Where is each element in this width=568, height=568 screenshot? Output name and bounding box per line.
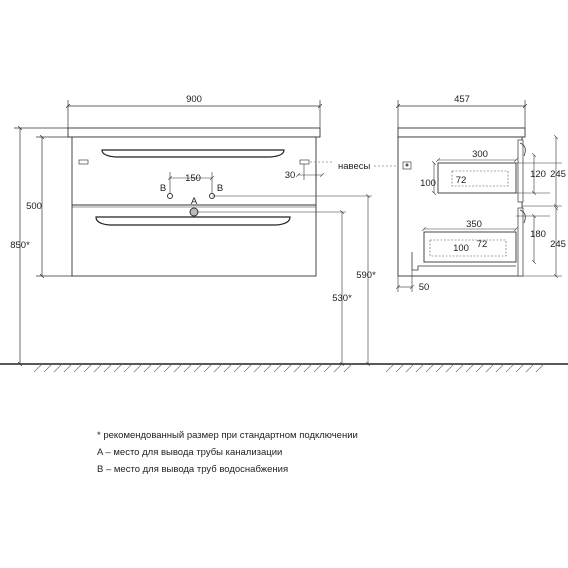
lower-inner-label: 180 (530, 229, 546, 240)
lower-drawer-box (423, 231, 517, 263)
note-recommended: * рекомендованный размер при стандартном… (97, 430, 358, 441)
dim-lower-right (516, 208, 562, 276)
note-point-a: A – место для вывода трубы канализации (97, 447, 283, 458)
pipe-spacing-label: 150 (185, 173, 201, 184)
upper-drawer-width-label: 300 (472, 149, 488, 160)
lower-outer-label: 245 (550, 239, 566, 250)
note-point-b: B – место для вывода труб водоснабжения (97, 464, 289, 475)
total-height-label: 850* (10, 240, 30, 251)
front-cabinet-body (71, 136, 317, 277)
side-countertop (397, 127, 526, 138)
lower-drawer-width-label: 350 (466, 219, 482, 230)
hinge-mark-left (78, 159, 89, 165)
floor-hatching-left (33, 363, 353, 373)
dim-front-width (68, 100, 320, 128)
lower-drawer-depth-label: 72 (477, 239, 488, 250)
dim-upper-right (516, 137, 562, 206)
back-offset-label: 50 (419, 282, 430, 293)
hinge-offset-label: 30 (285, 170, 296, 181)
upper-drawer-box (437, 162, 517, 194)
height-590-label: 590* (356, 270, 376, 281)
front-height-label: 500 (26, 201, 42, 212)
side-view: 457 300 100 72 350 100 72 120 245 (398, 94, 566, 293)
dim-pipe-spacing (170, 172, 212, 193)
upper-drawer-inner (451, 170, 509, 187)
upper-outer-label: 245 (550, 169, 566, 180)
lower-drawer-handle (95, 216, 291, 226)
upper-drawer-handle (101, 149, 285, 158)
dim-front-height (36, 137, 72, 276)
floor-hatching-right (385, 363, 545, 373)
hinge-mark-right (299, 159, 310, 165)
dim-side-depth (398, 100, 525, 128)
height-530-label: 530* (332, 293, 352, 304)
side-depth-label: 457 (454, 94, 470, 105)
front-width-label: 900 (186, 94, 202, 105)
lower-drawer-inner (429, 239, 507, 257)
lower-drawer-height-label: 100 (453, 243, 469, 254)
dim-height-590 (212, 196, 372, 364)
point-a-marker (189, 207, 199, 217)
side-hinge-screw (405, 163, 409, 167)
side-upper-front (517, 139, 524, 203)
upper-drawer-height-label: 100 (420, 178, 436, 189)
dim-height-530 (198, 212, 346, 364)
side-upper-handle (519, 142, 526, 157)
side-lower-handle (519, 209, 526, 224)
point-b-left-label: B (160, 183, 166, 194)
upper-drawer-depth-label: 72 (456, 175, 467, 186)
point-b-right-label: B (217, 183, 223, 194)
hinges-label: навесы (338, 161, 371, 172)
point-b-left-marker (167, 193, 173, 199)
point-a-label: A (191, 196, 198, 207)
front-countertop (67, 127, 321, 138)
dim-total-height (14, 128, 68, 364)
side-base-profile (411, 252, 516, 271)
dim-back-offset (398, 270, 412, 292)
upper-inner-label: 120 (530, 169, 546, 180)
dim-hinge-offset (298, 164, 322, 180)
floor (0, 363, 568, 373)
side-lower-front (517, 207, 524, 277)
front-view: 900 500 850* 150 B B A 590* (10, 94, 404, 364)
